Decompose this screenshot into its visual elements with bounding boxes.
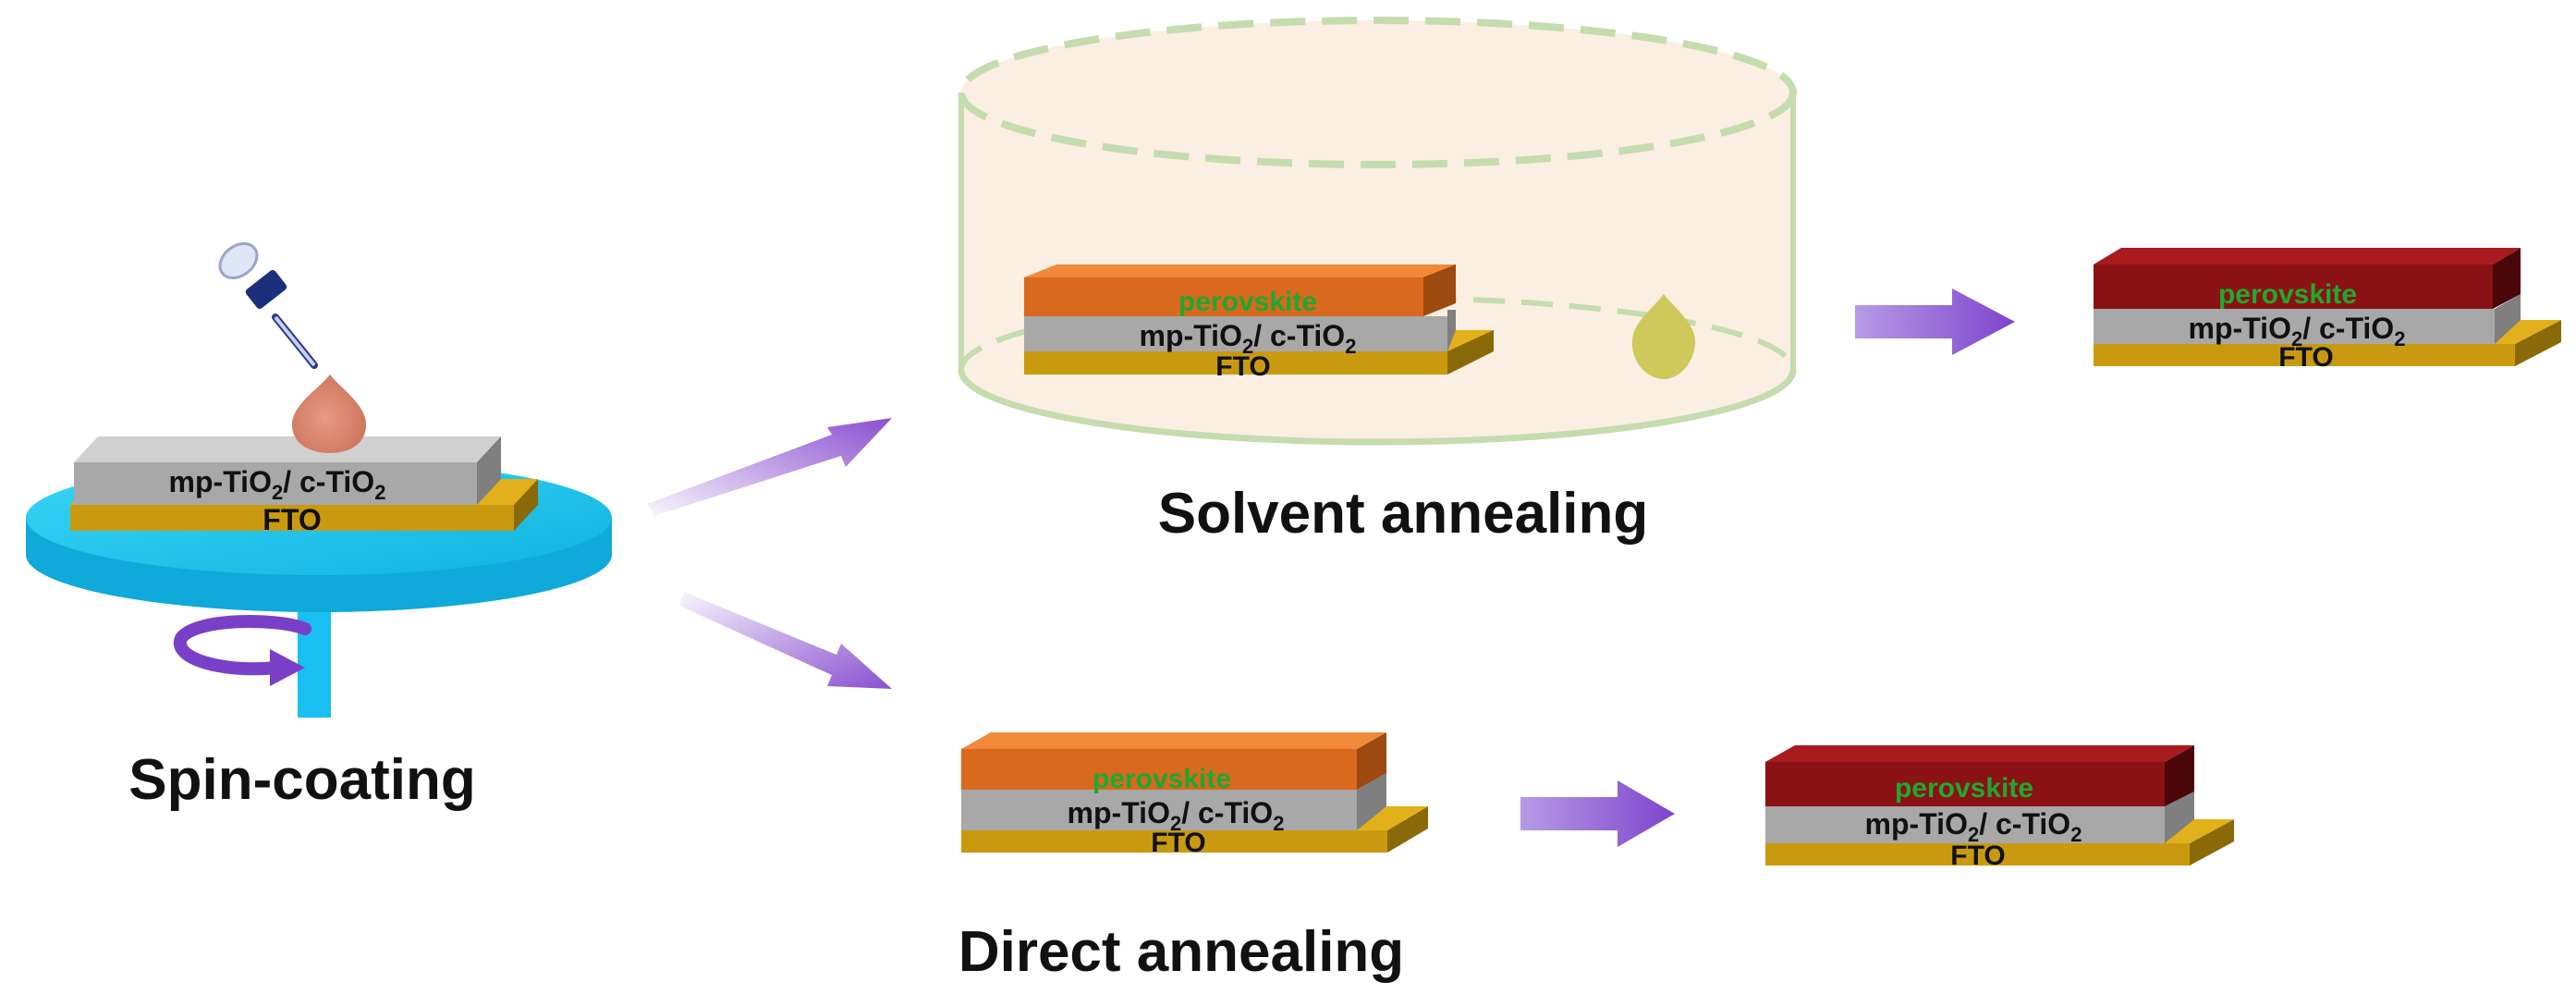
solvent-annealing-container	[958, 17, 1797, 446]
spin-fto-label: FTO	[262, 503, 321, 536]
process-arrow-bottom	[1520, 780, 1675, 847]
caption-spin-coating: Spin-coating	[128, 748, 475, 812]
solvent-annealed-substrate: perovskite mp-TiO2/ c-TiO2 FTO	[2094, 248, 2561, 373]
solvent-droplet-icon	[1631, 294, 1696, 379]
direct-substrate: perovskite mp-TiO2/ c-TiO2 FTO	[961, 732, 1428, 858]
annealed-bottom-perovskite-label: perovskite	[1895, 773, 2033, 804]
solvent-tio2-label: mp-TiO2/ c-TiO2	[1140, 319, 1357, 358]
annealed-bottom-tio2-label: mp-TiO2/ c-TiO2	[1865, 807, 2082, 846]
branch-arrow-down	[679, 592, 892, 689]
direct-perovskite-label: perovskite	[1093, 764, 1231, 794]
spin-tio2-label: mp-TiO2/ c-TiO2	[169, 465, 386, 504]
spin-substrate: mp-TiO2/ c-TiO2 FTO	[70, 436, 538, 536]
caption-direct-annealing: Direct annealing	[958, 920, 1404, 984]
rotation-arrow-icon	[173, 615, 311, 686]
pipette-icon	[218, 241, 318, 369]
precursor-droplet-icon	[291, 375, 367, 453]
solvent-perovskite-label: perovskite	[1178, 287, 1317, 317]
branch-arrow-up	[647, 418, 892, 516]
caption-solvent-annealing: Solvent annealing	[1158, 482, 1649, 546]
solvent-fto-label: FTO	[1215, 351, 1270, 382]
direct-annealed-substrate: perovskite mp-TiO2/ c-TiO2 FTO	[1765, 745, 2234, 871]
annealed-bottom-fto-label: FTO	[1950, 841, 2005, 871]
solvent-substrate: perovskite mp-TiO2/ c-TiO2 FTO	[1024, 264, 1494, 382]
direct-tio2-label: mp-TiO2/ c-TiO2	[1068, 796, 1285, 835]
process-arrow-top	[1855, 289, 2015, 355]
annealed-top-fto-label: FTO	[2278, 342, 2333, 373]
annealed-top-perovskite-label: perovskite	[2218, 279, 2357, 310]
annealed-top-tio2-label: mp-TiO2/ c-TiO2	[2189, 312, 2406, 350]
direct-fto-label: FTO	[1151, 828, 1205, 858]
